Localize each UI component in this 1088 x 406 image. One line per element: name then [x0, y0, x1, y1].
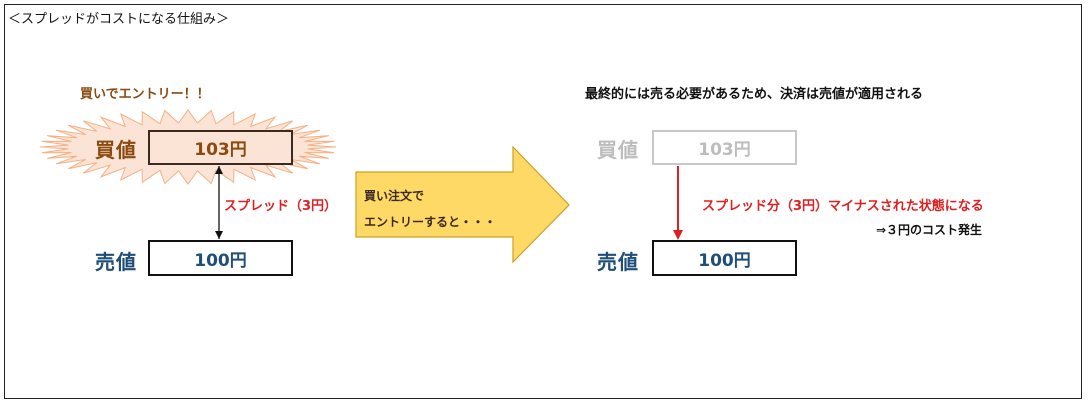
left-sell-label: 売値	[95, 250, 137, 274]
left-spread-label: スプレッド（3円）	[224, 199, 338, 214]
arrow-caption-line-1: 買い注文で	[364, 189, 425, 203]
arrow-caption-line-2: エントリーすると・・・	[364, 215, 497, 229]
entry-note: 買いでエントリー！！	[80, 87, 210, 102]
diagram-title: ＜スプレッドがコストになる仕組み＞	[8, 12, 230, 27]
right-buy-price-box: 103円	[652, 130, 797, 165]
right-sell-label: 売値	[597, 250, 639, 274]
left-buy-price-box: 103円	[148, 130, 293, 165]
left-buy-label: 買値	[95, 138, 137, 162]
left-connector-arrowhead-bottom	[215, 231, 223, 239]
arrow-caption: 買い注文で エントリーすると・・・	[364, 183, 496, 235]
right-sell-price-box: 100円	[652, 240, 797, 276]
diagram-frame	[4, 4, 1082, 399]
cost-note: ⇒３円のコスト発生	[876, 223, 983, 237]
left-connector-arrowhead-top	[215, 166, 223, 174]
left-sell-price-box: 100円	[148, 240, 293, 276]
settlement-note: 最終的には売る必要があるため、決済は売値が適用される	[585, 87, 924, 102]
right-buy-label: 買値	[597, 138, 639, 162]
right-spread-note: スプレッド分（3円）マイナスされた状態になる	[702, 199, 984, 214]
big-right-arrow	[355, 145, 570, 264]
right-down-arrowhead	[673, 230, 683, 240]
